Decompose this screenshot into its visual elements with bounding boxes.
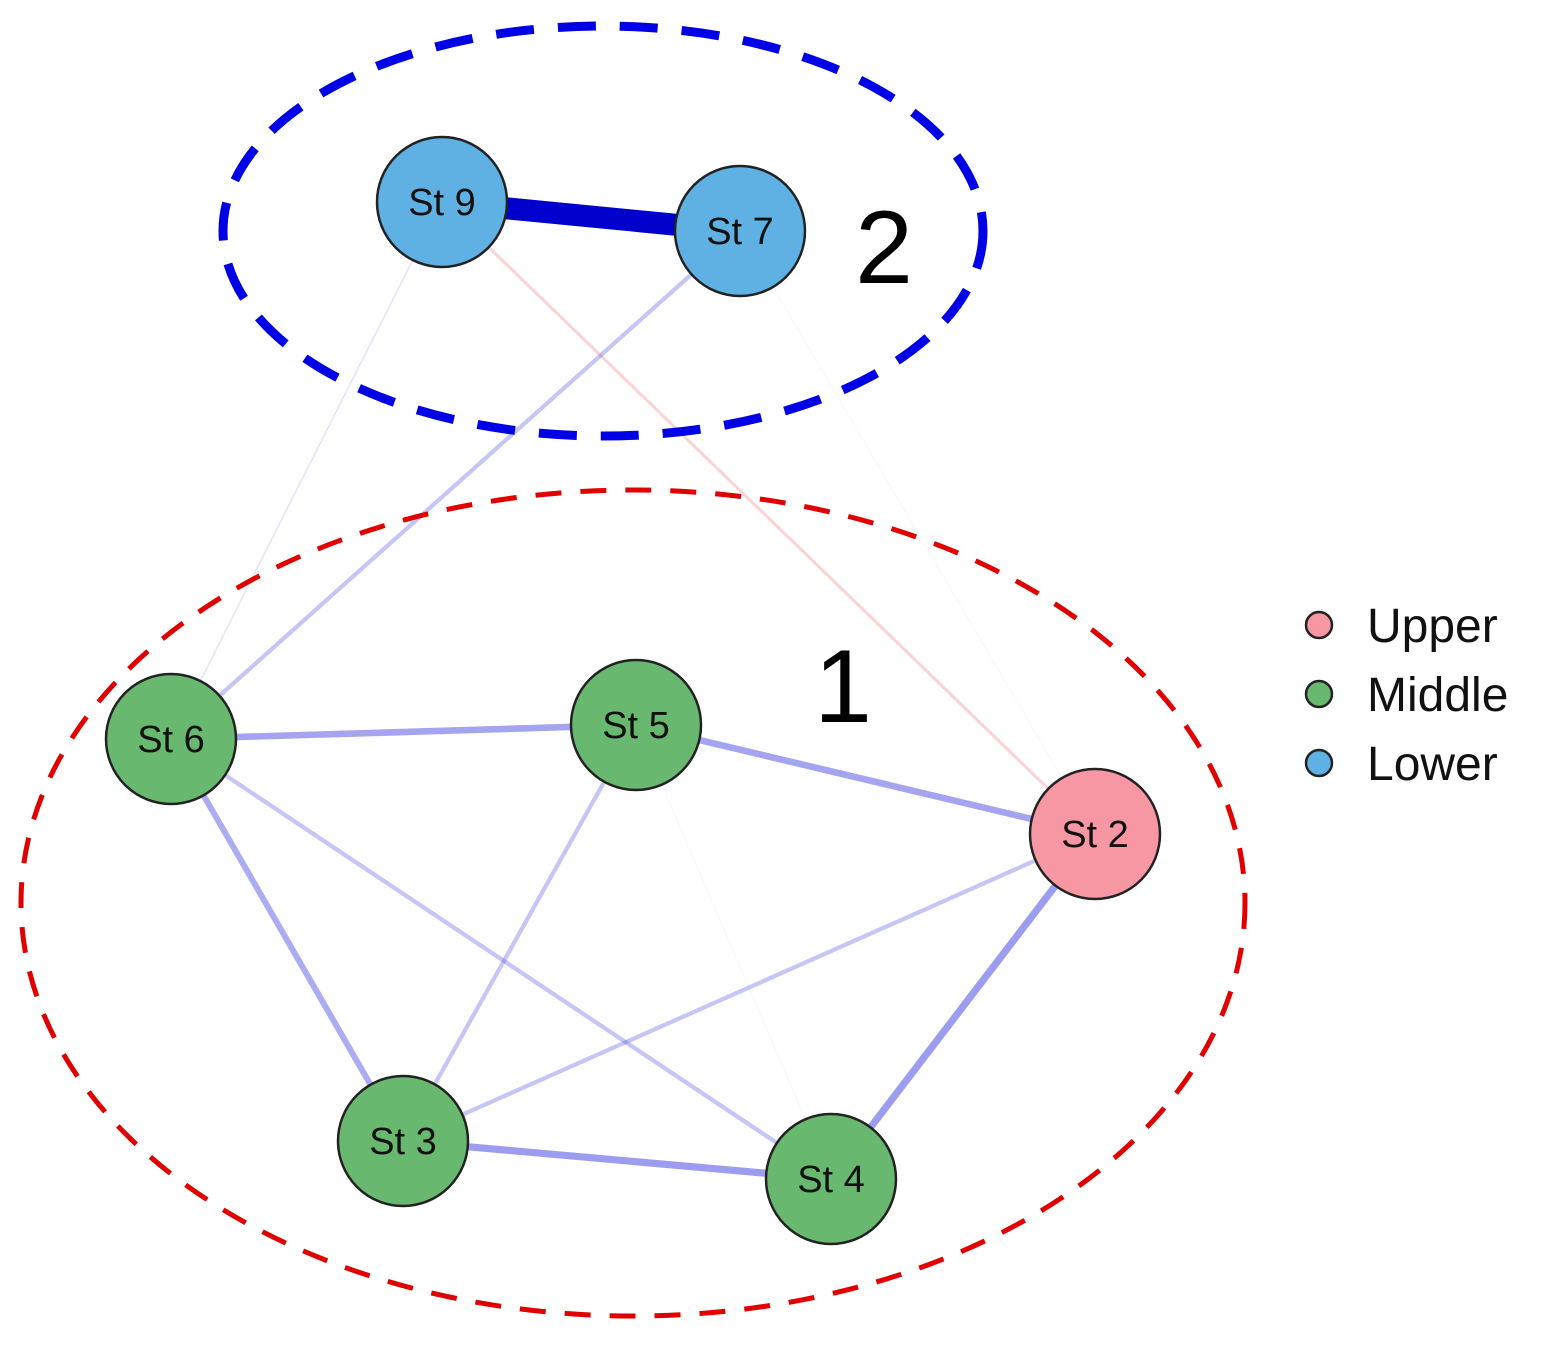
edge-st7-st2 — [739, 230, 1096, 835]
cluster-1-outline — [18, 487, 1248, 1319]
node-circle — [375, 135, 509, 269]
edge-st6-st4 — [169, 737, 833, 1181]
node-label: St 9 — [408, 182, 476, 224]
node-label: St 6 — [137, 719, 205, 761]
node-st9[interactable]: St 9 — [375, 135, 509, 269]
legend-label: Upper — [1367, 600, 1498, 653]
node-st3[interactable]: St 3 — [336, 1074, 470, 1208]
node-circle — [1028, 767, 1162, 901]
node-st6[interactable]: St 6 — [104, 672, 238, 806]
edge-st9-st2 — [440, 200, 1097, 836]
edge-st5-st3 — [401, 723, 638, 1143]
edge-st7-st6 — [169, 229, 742, 741]
node-st2[interactable]: St 2 — [1028, 767, 1162, 901]
node-circle — [673, 164, 807, 298]
node-label: St 7 — [706, 211, 774, 253]
legend-item-middle: Middle — [1304, 669, 1508, 722]
node-label: St 4 — [797, 1159, 865, 1201]
edge-st5-st2 — [635, 721, 1096, 838]
cluster-2-outline — [218, 21, 988, 441]
node-label: St 2 — [1061, 814, 1129, 856]
node-st5[interactable]: St 5 — [569, 658, 703, 792]
edge-st6-st5 — [170, 721, 637, 743]
node-circle — [569, 658, 703, 792]
edge-st6-st3 — [168, 737, 406, 1143]
node-st7[interactable]: St 7 — [673, 164, 807, 298]
node-circle — [336, 1074, 470, 1208]
edge-st2-st3 — [402, 832, 1096, 1143]
legend-label: Middle — [1367, 669, 1508, 722]
legend-swatch — [1304, 748, 1334, 778]
node-st4[interactable]: St 4 — [764, 1112, 898, 1246]
node-label: St 5 — [602, 705, 670, 747]
node-layer: St 9 St 7 St 6 St 5 St 2 St 3 St 4 — [104, 135, 1162, 1246]
cluster-layer: 12 — [18, 21, 1248, 1319]
edge-st3-st4 — [402, 1137, 832, 1183]
edge-st5-st4 — [635, 724, 832, 1180]
legend-swatch — [1304, 610, 1334, 640]
edge-st9-st6 — [170, 201, 443, 740]
legend-label: Lower — [1367, 738, 1498, 791]
node-label: St 3 — [369, 1121, 437, 1163]
cluster-2-label: 2 — [855, 190, 913, 306]
edge-st2-st4 — [828, 831, 1098, 1182]
node-circle — [764, 1112, 898, 1246]
legend-item-upper: Upper — [1304, 600, 1498, 653]
legend-swatch — [1304, 679, 1334, 709]
node-circle — [104, 672, 238, 806]
cluster-1-label: 1 — [814, 629, 872, 745]
legend-item-lower: Lower — [1304, 738, 1498, 791]
